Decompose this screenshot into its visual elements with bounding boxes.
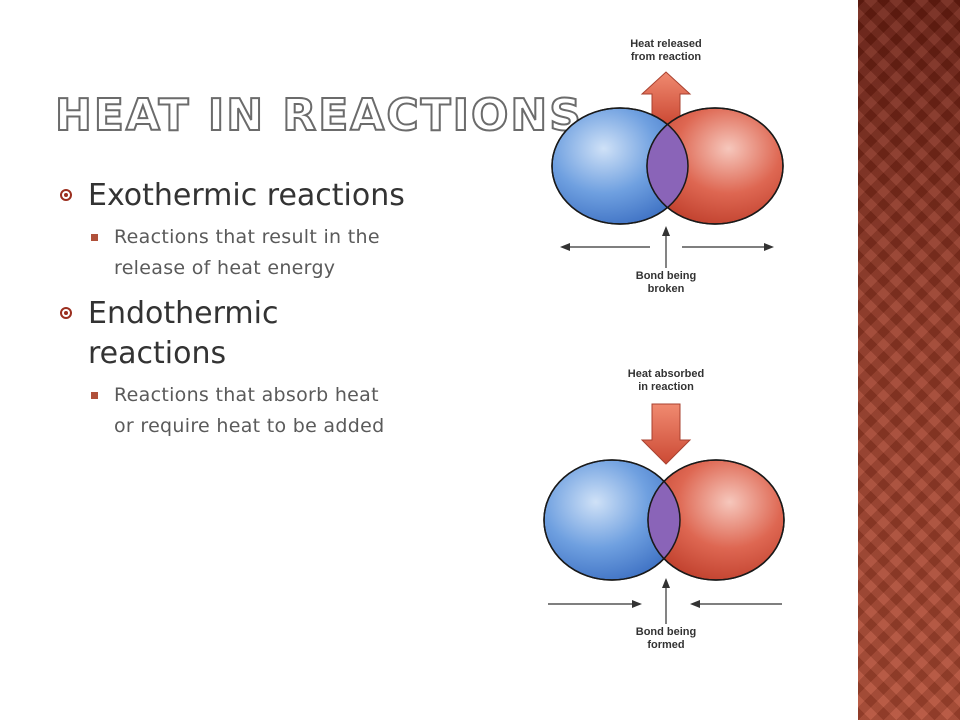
circle-bullet-icon <box>60 189 72 201</box>
bullet-list: Exothermic reactions Reactions that resu… <box>60 176 405 452</box>
square-bullet-icon <box>91 392 98 399</box>
bullet-heading: Exothermic reactions <box>88 178 405 213</box>
slide-title: Heat in Reactions <box>54 90 583 141</box>
square-bullet-icon <box>91 234 98 241</box>
top-label-line-2: in reaction <box>638 381 694 393</box>
left-inward-arrow-icon <box>632 600 642 608</box>
bottom-label-line-2: formed <box>647 639 685 651</box>
bullet-endothermic: Endothermic reactions Reactions that abs… <box>60 294 405 442</box>
sub-bullet: Reactions that result in the release of … <box>88 222 405 284</box>
bullet-heading: Endothermic reactions <box>88 296 279 371</box>
heat-released-label: Heat released from reaction <box>596 38 736 64</box>
bond-formed-label: Bond being formed <box>596 626 736 652</box>
heat-down-arrow-icon <box>640 403 692 465</box>
top-label-line-1: Heat absorbed <box>627 368 705 380</box>
endothermic-diagram: Heat absorbed in reaction Bond being for… <box>530 360 800 660</box>
exothermic-diagram: Heat released from reaction <box>530 28 800 328</box>
top-label-line-1: Heat released <box>630 38 702 50</box>
sub-bullet-text: Reactions that result in the release of … <box>114 226 380 279</box>
bullet-exothermic: Exothermic reactions Reactions that resu… <box>60 176 405 284</box>
endothermic-bond-svg <box>543 403 785 624</box>
bottom-label-line-1: Bond being <box>635 626 697 638</box>
sub-bullet-text: Reactions that absorb heat or require he… <box>114 384 385 437</box>
sub-bullet: Reactions that absorb heat or require he… <box>88 380 405 442</box>
sub-bullet-list: Reactions that absorb heat or require he… <box>88 380 405 442</box>
heat-absorbed-label: Heat absorbed in reaction <box>596 368 736 394</box>
bottom-label-line-2: broken <box>647 283 685 295</box>
right-outward-arrow-icon <box>764 243 774 251</box>
bond-broken-label: Bond being broken <box>596 270 736 296</box>
decorative-side-band <box>858 0 960 720</box>
top-label-line-2: from reaction <box>630 51 702 63</box>
bond-pointer-arrow-icon <box>662 578 670 588</box>
circle-bullet-icon <box>60 307 72 319</box>
right-inward-arrow-icon <box>690 600 700 608</box>
bond-pointer-arrow-icon <box>662 226 670 236</box>
sub-bullet-list: Reactions that result in the release of … <box>88 222 405 284</box>
bottom-label-line-1: Bond being <box>635 270 697 282</box>
left-outward-arrow-icon <box>560 243 570 251</box>
exothermic-bond-svg <box>551 71 784 268</box>
